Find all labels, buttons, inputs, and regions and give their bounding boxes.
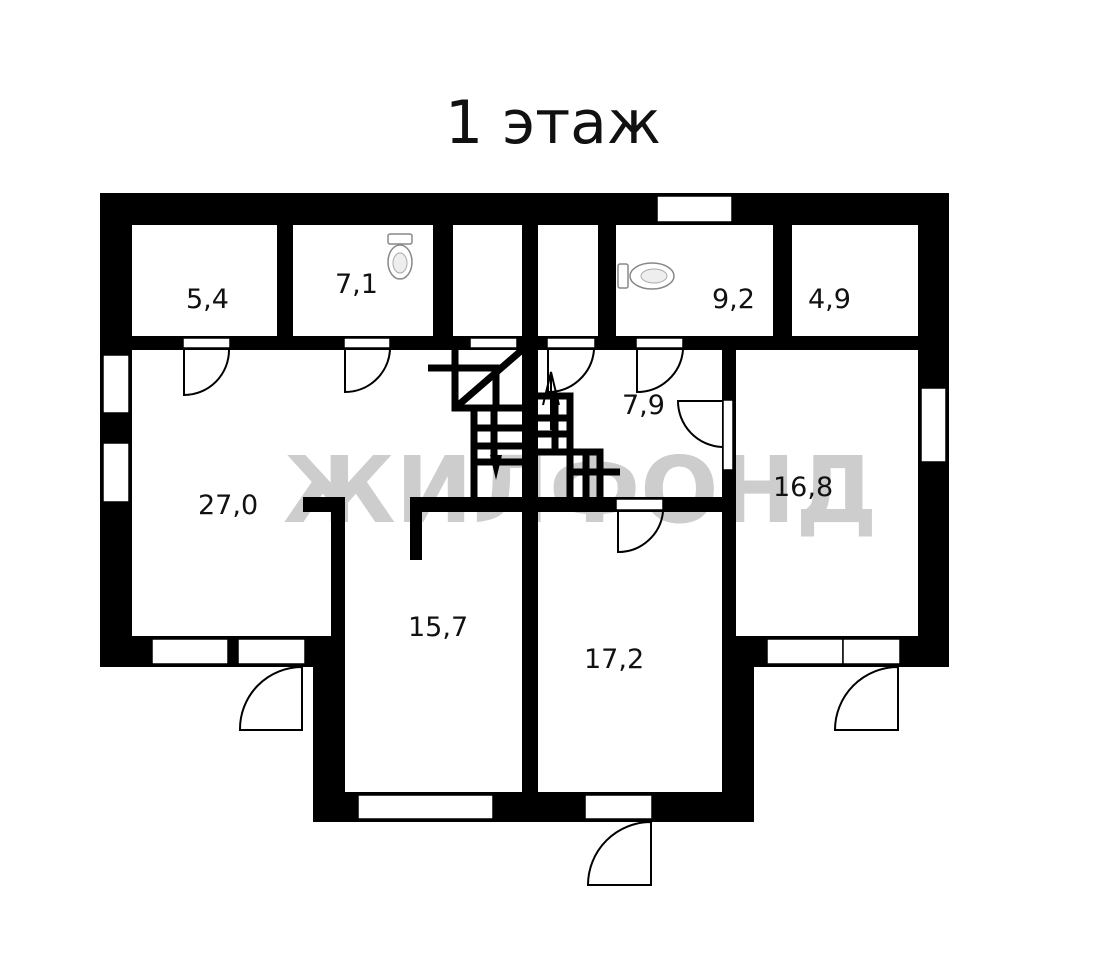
window	[766, 638, 844, 665]
room-area-label: 9,2	[712, 284, 755, 315]
window	[920, 387, 947, 463]
window	[357, 794, 494, 820]
door-swings	[183, 349, 899, 886]
door-opening	[584, 794, 653, 820]
fixtures	[387, 233, 675, 290]
room-area-label: 16,8	[773, 472, 833, 503]
stair-down-arrow-icon	[490, 455, 502, 480]
room-area-label: 15,7	[408, 612, 468, 643]
room-area-label: 27,0	[198, 490, 258, 521]
room-area-label: 5,4	[186, 284, 229, 315]
room-area-label: 7,1	[335, 269, 378, 300]
door-opening	[842, 638, 901, 665]
room-labels: 5,4 7,1 9,2 4,9 7,9 27,0 16,8 15,7 17,2	[186, 269, 851, 675]
floor-title: 1 этаж	[445, 88, 661, 158]
room-area-label: 4,9	[808, 284, 851, 315]
staircase	[428, 347, 620, 497]
toilet-icon	[387, 233, 413, 280]
window	[151, 638, 229, 665]
room-area-label: 7,9	[622, 390, 665, 421]
openings	[102, 195, 947, 820]
toilet-icon	[617, 262, 675, 290]
window	[102, 442, 130, 503]
door-opening	[237, 638, 306, 665]
window	[656, 195, 733, 223]
room-area-label: 17,2	[584, 644, 644, 675]
window	[102, 354, 130, 414]
